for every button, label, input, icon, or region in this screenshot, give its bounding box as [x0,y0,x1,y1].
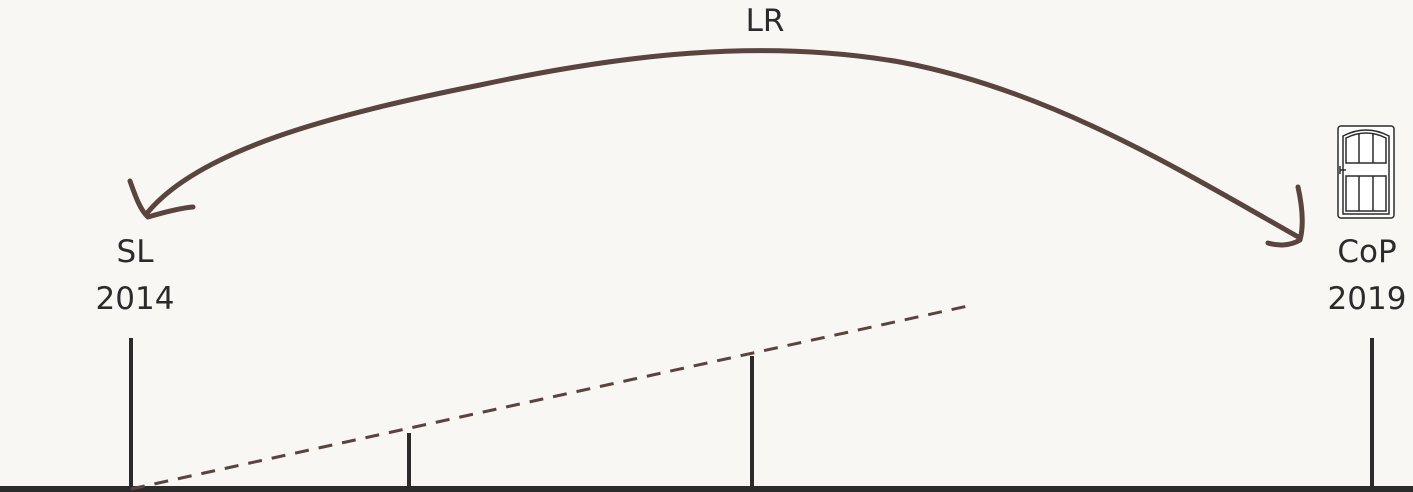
dashed-trend-line [130,304,969,491]
left-event-year: 2014 [95,281,175,317]
left-event-name: SL [116,234,154,270]
arrowhead-left [127,178,196,220]
right-event-name: CoP [1337,234,1397,270]
arrowhead-right [1265,184,1305,248]
arc-label: LR [745,3,785,39]
curved-arrow-path [145,48,1303,241]
door-icon [1337,125,1395,219]
right-event-year: 2019 [1327,281,1407,317]
